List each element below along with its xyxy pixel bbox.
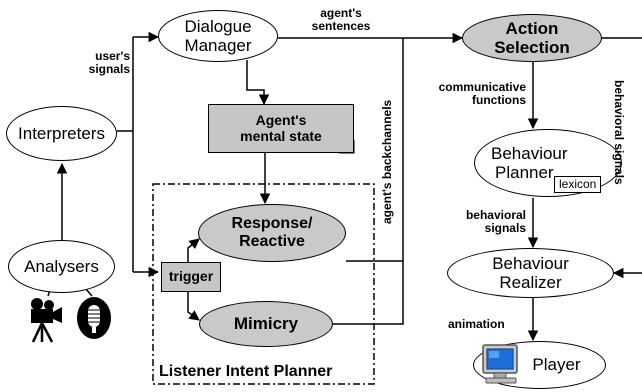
agents-sentences-label: agent's sentences: [296, 6, 386, 34]
users-signals-line1: user's: [95, 49, 130, 63]
interpreters-label: Interpreters: [18, 123, 105, 143]
behavioral-signals-left-line1: behavioral: [465, 208, 526, 222]
edge-trigger-mimicry: [187, 291, 200, 321]
mental-state-line2: mental state: [240, 127, 322, 144]
action-selection-line2: Selection: [494, 38, 570, 57]
behaviour-planner-node: Behaviour Planner: [474, 129, 622, 197]
monitor-icon: [482, 344, 518, 384]
behaviour-planner-line1: Behaviour: [491, 143, 568, 163]
communicative-functions-label: communicative functions: [418, 80, 526, 108]
trigger-box: trigger: [161, 262, 221, 292]
dialogue-manager-line2: Manager: [184, 36, 252, 55]
listener-intent-planner-label: Listener Intent Planner: [159, 363, 333, 380]
agents-mental-state-box: Agent's mental state: [208, 104, 354, 153]
communicative-functions-line2: functions: [472, 93, 526, 108]
microphone-icon: [77, 297, 111, 339]
edge-dialogue-mental: [246, 60, 270, 106]
dialogue-manager-node: Dialogue Manager: [158, 10, 278, 62]
mental-state-line1: Agent's: [255, 111, 307, 128]
agents-sentences-line1: agent's: [320, 6, 362, 20]
behaviour-planner-line2: Planner: [495, 163, 554, 182]
listener-intent-planner-frame: [152, 183, 375, 385]
analysers-node: Analysers: [8, 240, 115, 293]
behaviour-realizer-node: Behaviour Realizer: [447, 248, 614, 298]
action-selection-node: Action Selection: [462, 14, 602, 62]
response-reactive-line1: Response/: [231, 215, 313, 233]
edge-response-backchannel: [346, 38, 404, 262]
camera-icon: [31, 298, 62, 343]
agents-sentences-line2: sentences: [311, 19, 371, 34]
response-reactive-line2: Reactive: [239, 233, 305, 250]
edge-mimicry-backchannel: [333, 261, 404, 325]
users-signals-label: user's signals: [80, 49, 130, 77]
edge-trigger-response: [187, 238, 200, 262]
communicative-functions-line1: communicative: [438, 80, 526, 94]
mimicry-node: Mimicry: [199, 301, 333, 347]
mimicry-label: Mimicry: [233, 314, 299, 334]
behaviour-realizer-line1: Behaviour: [492, 253, 569, 273]
users-signals-line2: signals: [88, 62, 130, 77]
behavioral-signals-left-label: behavioral signals: [446, 208, 526, 236]
agents-backchannels-label: agent's backchannels: [380, 99, 394, 224]
action-selection-line1: Action: [505, 18, 559, 38]
behavioral-signals-left-line2: signals: [484, 221, 526, 236]
analysers-label: Analysers: [24, 256, 99, 276]
interpreters-node: Interpreters: [6, 106, 117, 161]
dialogue-manager-line1: Dialogue: [184, 16, 252, 36]
player-label: Player: [532, 355, 581, 375]
behavioral-signals-right-label: behavioral signals: [612, 80, 626, 185]
lexicon-label: lexicon: [559, 177, 597, 191]
response-reactive-node: Response/ Reactive: [198, 204, 346, 262]
lexicon-box: lexicon: [554, 176, 602, 194]
animation-label: animation: [448, 317, 505, 331]
behaviour-realizer-line2: Realizer: [499, 273, 562, 292]
trigger-label: trigger: [168, 268, 214, 285]
